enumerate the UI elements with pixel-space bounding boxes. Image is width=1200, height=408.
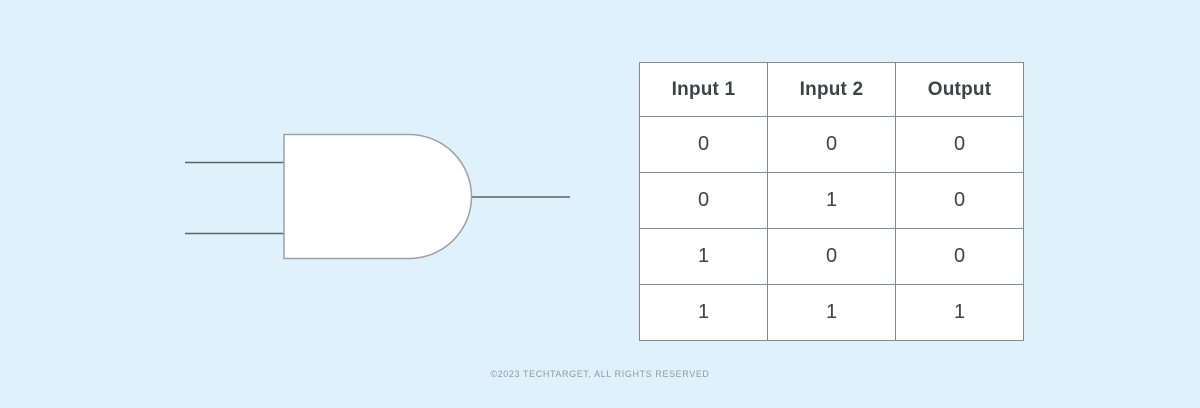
truth-table-header-output: Output xyxy=(895,62,1024,117)
table-cell: 1 xyxy=(639,228,768,285)
truth-table-header-input2: Input 2 xyxy=(767,62,896,117)
table-cell: 0 xyxy=(767,228,896,285)
table-cell: 1 xyxy=(639,284,768,341)
table-cell: 0 xyxy=(767,116,896,173)
table-cell: 0 xyxy=(895,172,1024,229)
table-cell: 0 xyxy=(895,116,1024,173)
table-cell: 1 xyxy=(767,172,896,229)
copyright-text: ©2023 TECHTARGET, ALL RIGHTS RESERVED xyxy=(490,369,710,379)
table-row: 1 1 1 xyxy=(639,284,1024,341)
table-cell: 0 xyxy=(639,116,768,173)
table-row: 1 0 0 xyxy=(639,228,1024,285)
and-gate-body xyxy=(283,133,473,260)
truth-table-header-row: Input 1 Input 2 Output xyxy=(639,62,1024,117)
table-row: 0 0 0 xyxy=(639,116,1024,173)
table-cell: 0 xyxy=(895,228,1024,285)
table-cell: 1 xyxy=(895,284,1024,341)
table-cell: 1 xyxy=(767,284,896,341)
truth-table-header-input1: Input 1 xyxy=(639,62,768,117)
table-row: 0 1 0 xyxy=(639,172,1024,229)
truth-table: Input 1 Input 2 Output 0 0 0 0 1 0 1 0 0 xyxy=(639,62,1024,341)
table-cell: 0 xyxy=(639,172,768,229)
